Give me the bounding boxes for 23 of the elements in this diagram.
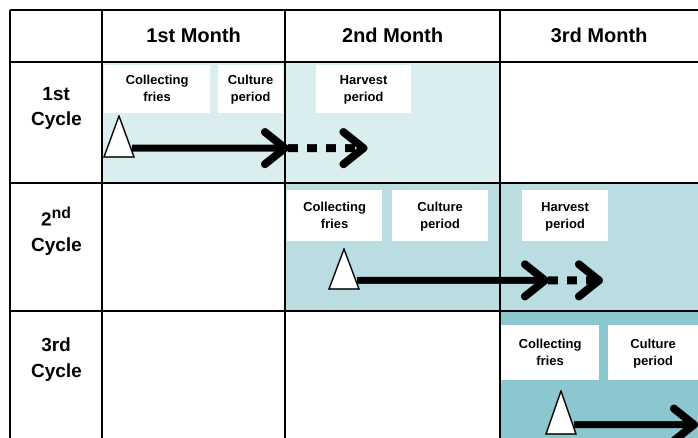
cycle-band <box>285 183 698 311</box>
column-header: 2nd Month <box>342 24 444 48</box>
stage-label: Harvest period <box>522 190 608 241</box>
column-header: 1st Month <box>146 24 241 48</box>
row-header: 3rd Cycle <box>31 334 81 384</box>
start-triangle <box>328 248 360 290</box>
stage-label: Culture period <box>218 65 283 113</box>
stage-label: Culture period <box>392 190 488 241</box>
stage-label: Collecting fries <box>287 190 382 241</box>
arrow <box>574 404 698 438</box>
stage-label: Collecting fries <box>104 65 210 113</box>
stage-label: Collecting fries <box>501 325 599 380</box>
arrow <box>132 128 368 168</box>
column-header: 3rd Month <box>550 24 648 48</box>
arrow <box>357 260 603 300</box>
stage-label: Culture period <box>608 325 698 380</box>
row-header: 2$^{nd}$ Cycle <box>31 204 81 258</box>
cycle-band <box>102 62 500 183</box>
stage-label: Harvest period <box>316 65 411 113</box>
start-triangle <box>545 390 577 435</box>
cycle-band <box>500 311 698 438</box>
row-header: 1st Cycle <box>31 82 81 132</box>
start-triangle <box>103 115 135 158</box>
